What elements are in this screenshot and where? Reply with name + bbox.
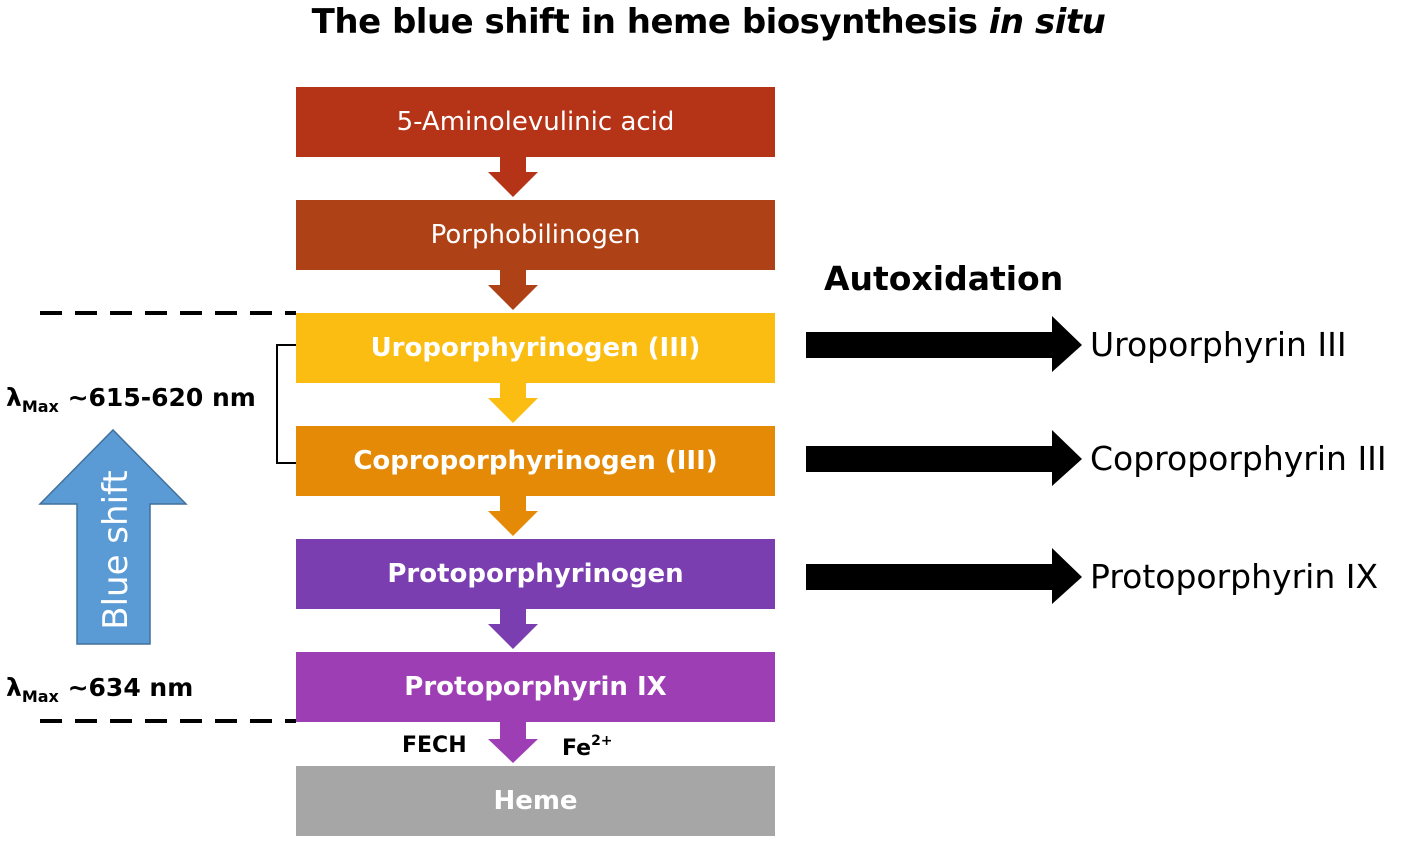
arrow-copro-protogen (488, 496, 538, 536)
node-aminolevulinic-acid: 5-Aminolevulinic acid (296, 87, 775, 157)
node-label: 5-Aminolevulinic acid (396, 107, 675, 137)
autoxidation-heading: Autoxidation (824, 259, 1063, 298)
node-coproporphyrinogen: Coproporphyrinogen (III) (296, 426, 775, 496)
product-uroporphyrin: Uroporphyrin III (1090, 325, 1347, 364)
title-italic: in situ (988, 2, 1106, 42)
node-protoporphyrinogen: Protoporphyrinogen (296, 539, 775, 609)
bracket (276, 344, 296, 464)
cofactor-charge: 2+ (591, 733, 613, 749)
autoxidation-heading-text: Autoxidation (824, 259, 1064, 298)
diagram-title: The blue shift in heme biosynthesis in s… (0, 2, 1417, 42)
lambda-symbol: λ (6, 383, 22, 412)
product-text: Protoporphyrin IX (1090, 557, 1379, 596)
title-text: The blue shift in heme biosynthesis (311, 2, 978, 42)
cofactor-label: Fe2+ (562, 733, 613, 761)
node-label: Uroporphyrinogen (III) (370, 333, 701, 363)
node-heme: Heme (296, 766, 775, 836)
node-label: Coproporphyrinogen (III) (353, 446, 718, 476)
lambda-max-top: λMax ~615-620 nm (6, 383, 256, 416)
node-uroporphyrinogen: Uroporphyrinogen (III) (296, 313, 775, 383)
blue-shift-label: Blue shift (96, 470, 136, 629)
enzyme-label: FECH (402, 733, 467, 758)
enzyme-text: FECH (402, 733, 467, 758)
node-protoporphyrin-ix: Protoporphyrin IX (296, 652, 775, 722)
lambda-bottom-value: ~634 nm (67, 673, 194, 702)
node-label: Protoporphyrinogen (387, 559, 684, 589)
blue-shift-arrow (38, 428, 188, 645)
arrow-ppix-heme (488, 722, 538, 763)
lambda-top-value: ~615-620 nm (67, 383, 256, 412)
arrow-protogen-ppix (488, 609, 538, 649)
autoxidation-arrow-uro (806, 316, 1082, 372)
lambda-subscript: Max (21, 397, 59, 416)
lambda-max-bottom: λMax ~634 nm (6, 673, 193, 706)
product-coproporphyrin: Coproporphyrin III (1090, 439, 1387, 478)
lambda-symbol: λ (6, 673, 22, 702)
autoxidation-arrow-protogen (806, 548, 1082, 604)
node-label: Porphobilinogen (430, 220, 641, 250)
lambda-subscript: Max (21, 687, 59, 706)
node-porphobilinogen: Porphobilinogen (296, 200, 775, 270)
arrow-ala-pbg (488, 157, 538, 197)
autoxidation-arrow-copro (806, 430, 1082, 486)
product-text: Coproporphyrin III (1090, 439, 1387, 478)
arrow-uro-copro (488, 383, 538, 423)
cofactor-base: Fe (562, 736, 592, 761)
product-protoporphyrin: Protoporphyrin IX (1090, 557, 1378, 596)
arrow-pbg-uro (488, 270, 538, 310)
node-label: Heme (493, 786, 578, 816)
product-text: Uroporphyrin III (1090, 325, 1347, 364)
node-label: Protoporphyrin IX (404, 672, 667, 702)
